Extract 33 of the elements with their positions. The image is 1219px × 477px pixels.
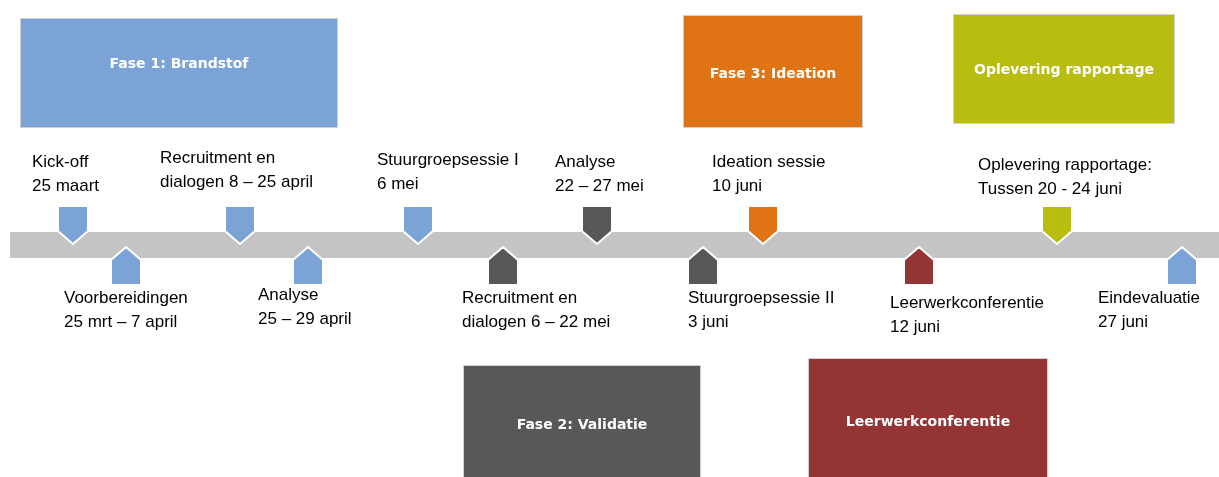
milestone-label: Eindevaluatie (1098, 287, 1201, 309)
milestone-label: Tussen 20 - 24 juni (978, 178, 1123, 200)
milestone-label: 12 juni (890, 316, 942, 338)
milestone-label: Leerwerkconferentie (890, 292, 1045, 314)
milestone-label: 27 juni (1098, 311, 1150, 333)
milestone-label: Oplevering rapportage: (978, 154, 1152, 176)
milestone-label: Voorbereidingen (64, 287, 188, 309)
phase-title: Fase 2: Validatie (515, 415, 649, 434)
milestone-label: Recruitment en dialogen 8 – 25 april (160, 147, 315, 193)
milestone-label: 22 – 27 mei (555, 175, 644, 197)
milestone-label: Stuurgroepsessie II (688, 287, 835, 309)
phase-box (808, 358, 1048, 477)
milestone-label: Recruitment en dialogen 6 – 22 mei (462, 287, 612, 333)
milestone-label: 25 – 29 april (258, 308, 352, 330)
phase-box (683, 15, 863, 128)
milestone-label: 3 juni (688, 311, 730, 333)
milestone-label: 25 maart (32, 175, 100, 197)
phase-title: Leerwerkconferentie (844, 412, 1012, 431)
milestone-label: 6 mei (377, 173, 420, 195)
milestone-label: Stuurgroepsessie I (377, 149, 519, 171)
phase-title: Oplevering rapportage (973, 60, 1155, 79)
milestone-label: Ideation sessie (712, 151, 826, 173)
milestone-label: Analyse (555, 151, 617, 173)
milestone-label: Kick-off (32, 151, 90, 173)
milestone-label: Analyse (258, 284, 320, 306)
timeline-bar (10, 232, 1219, 258)
phase-title: Fase 3: Ideation (708, 64, 838, 83)
milestone-label: 10 juni (712, 175, 764, 197)
phase-box (953, 14, 1175, 124)
milestone-label: 25 mrt – 7 april (64, 311, 179, 333)
phase-title: Fase 1: Brandstof (108, 54, 250, 73)
phase-box (20, 18, 338, 128)
phase-box (463, 365, 701, 477)
